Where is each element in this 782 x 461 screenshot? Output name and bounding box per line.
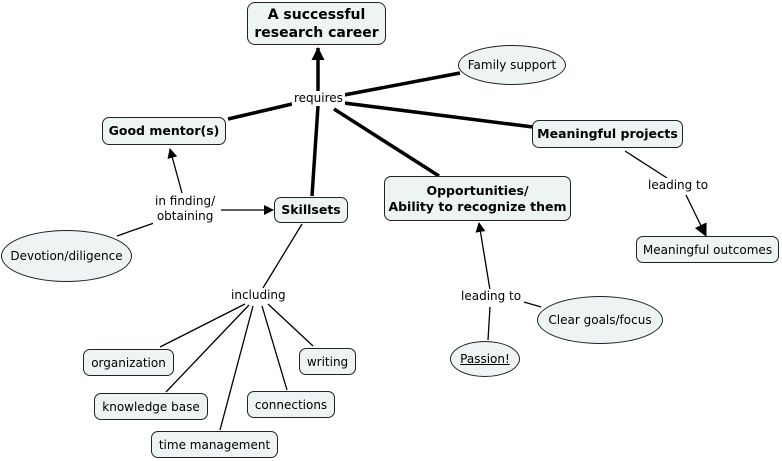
concept-skillsets[interactable]: Skillsets <box>274 197 348 223</box>
linking-phrase-in-finding-line1: in finding/ <box>155 194 216 208</box>
link-including-connections <box>261 305 288 391</box>
link-skillsets-including <box>262 223 303 289</box>
concept-meaningful-outcomes[interactable]: Meaningful outcomes <box>636 236 779 263</box>
concept-meaningful-outcomes-label: Meaningful outcomes <box>642 242 773 257</box>
concept-research-career[interactable]: A successful research career <box>247 2 386 45</box>
concept-time-management[interactable]: time management <box>151 431 278 458</box>
link-including-organization <box>159 303 246 348</box>
linking-phrase-requires: requires <box>292 91 345 106</box>
concept-meaningful-projects[interactable]: Meaningful projects <box>532 120 683 148</box>
concept-good-mentor-label: Good mentor(s) <box>108 123 220 138</box>
concept-meaningful-projects-label: Meaningful projects <box>537 126 678 141</box>
linking-phrase-leading-to-outcomes: leading to <box>646 178 711 193</box>
link-passion-leading <box>487 306 491 341</box>
link-devotion-finding <box>116 222 155 237</box>
concept-passion[interactable]: Passion! <box>450 341 520 377</box>
concept-organization-label: organization <box>91 355 166 370</box>
concept-opportunities[interactable]: Opportunities/ Ability to recognize them <box>384 176 571 221</box>
concept-family-support[interactable]: Family support <box>458 45 566 85</box>
link-including-knowledge <box>165 304 250 393</box>
concept-organization[interactable]: organization <box>83 349 174 376</box>
concept-passion-link[interactable]: Passion! <box>460 352 510 366</box>
concept-clear-goals[interactable]: Clear goals/focus <box>537 296 663 344</box>
link-leading-opportunities <box>475 222 491 291</box>
concept-devotion-diligence-label: Devotion/diligence <box>10 249 123 263</box>
linking-phrase-leading-to-opportunities: leading to <box>459 289 524 304</box>
concept-knowledge-base[interactable]: knowledge base <box>94 393 208 420</box>
linking-phrase-in-finding: in finding/ obtaining <box>153 194 218 224</box>
concept-good-mentor[interactable]: Good mentor(s) <box>102 117 226 145</box>
concept-devotion-diligence[interactable]: Devotion/diligence <box>1 230 132 282</box>
link-leading-outcomes <box>685 194 707 237</box>
link-mentor-requires <box>227 102 293 121</box>
link-requires-opportunities <box>333 107 440 178</box>
link-projects-leading <box>624 150 668 179</box>
link-including-time <box>219 305 254 431</box>
concept-opportunities-line1: Opportunities/ <box>426 182 529 198</box>
link-finding-mentor <box>167 148 183 194</box>
concept-time-management-label: time management <box>158 437 271 452</box>
link-goals-leading <box>523 301 542 308</box>
concept-family-support-label: Family support <box>467 58 557 72</box>
concept-knowledge-base-label: knowledge base <box>102 399 200 414</box>
concept-connections[interactable]: connections <box>247 391 335 418</box>
concept-skillsets-label: Skillsets <box>281 202 341 217</box>
concept-research-career-line2: research career <box>254 24 379 41</box>
link-requires-projects <box>343 101 534 129</box>
link-requires-family <box>343 71 461 97</box>
concept-writing-label: writing <box>306 354 349 369</box>
concept-opportunities-line2: Ability to recognize them <box>388 198 567 214</box>
link-including-writing <box>267 303 314 347</box>
concept-writing[interactable]: writing <box>299 348 356 375</box>
concept-connections-label: connections <box>254 397 328 412</box>
concept-research-career-line1: A successful <box>267 6 366 23</box>
concept-clear-goals-label: Clear goals/focus <box>548 313 652 327</box>
link-skillsets-requires <box>310 105 320 197</box>
linking-phrase-in-finding-line2: obtaining <box>156 209 214 223</box>
linking-phrase-including: including <box>229 288 288 303</box>
